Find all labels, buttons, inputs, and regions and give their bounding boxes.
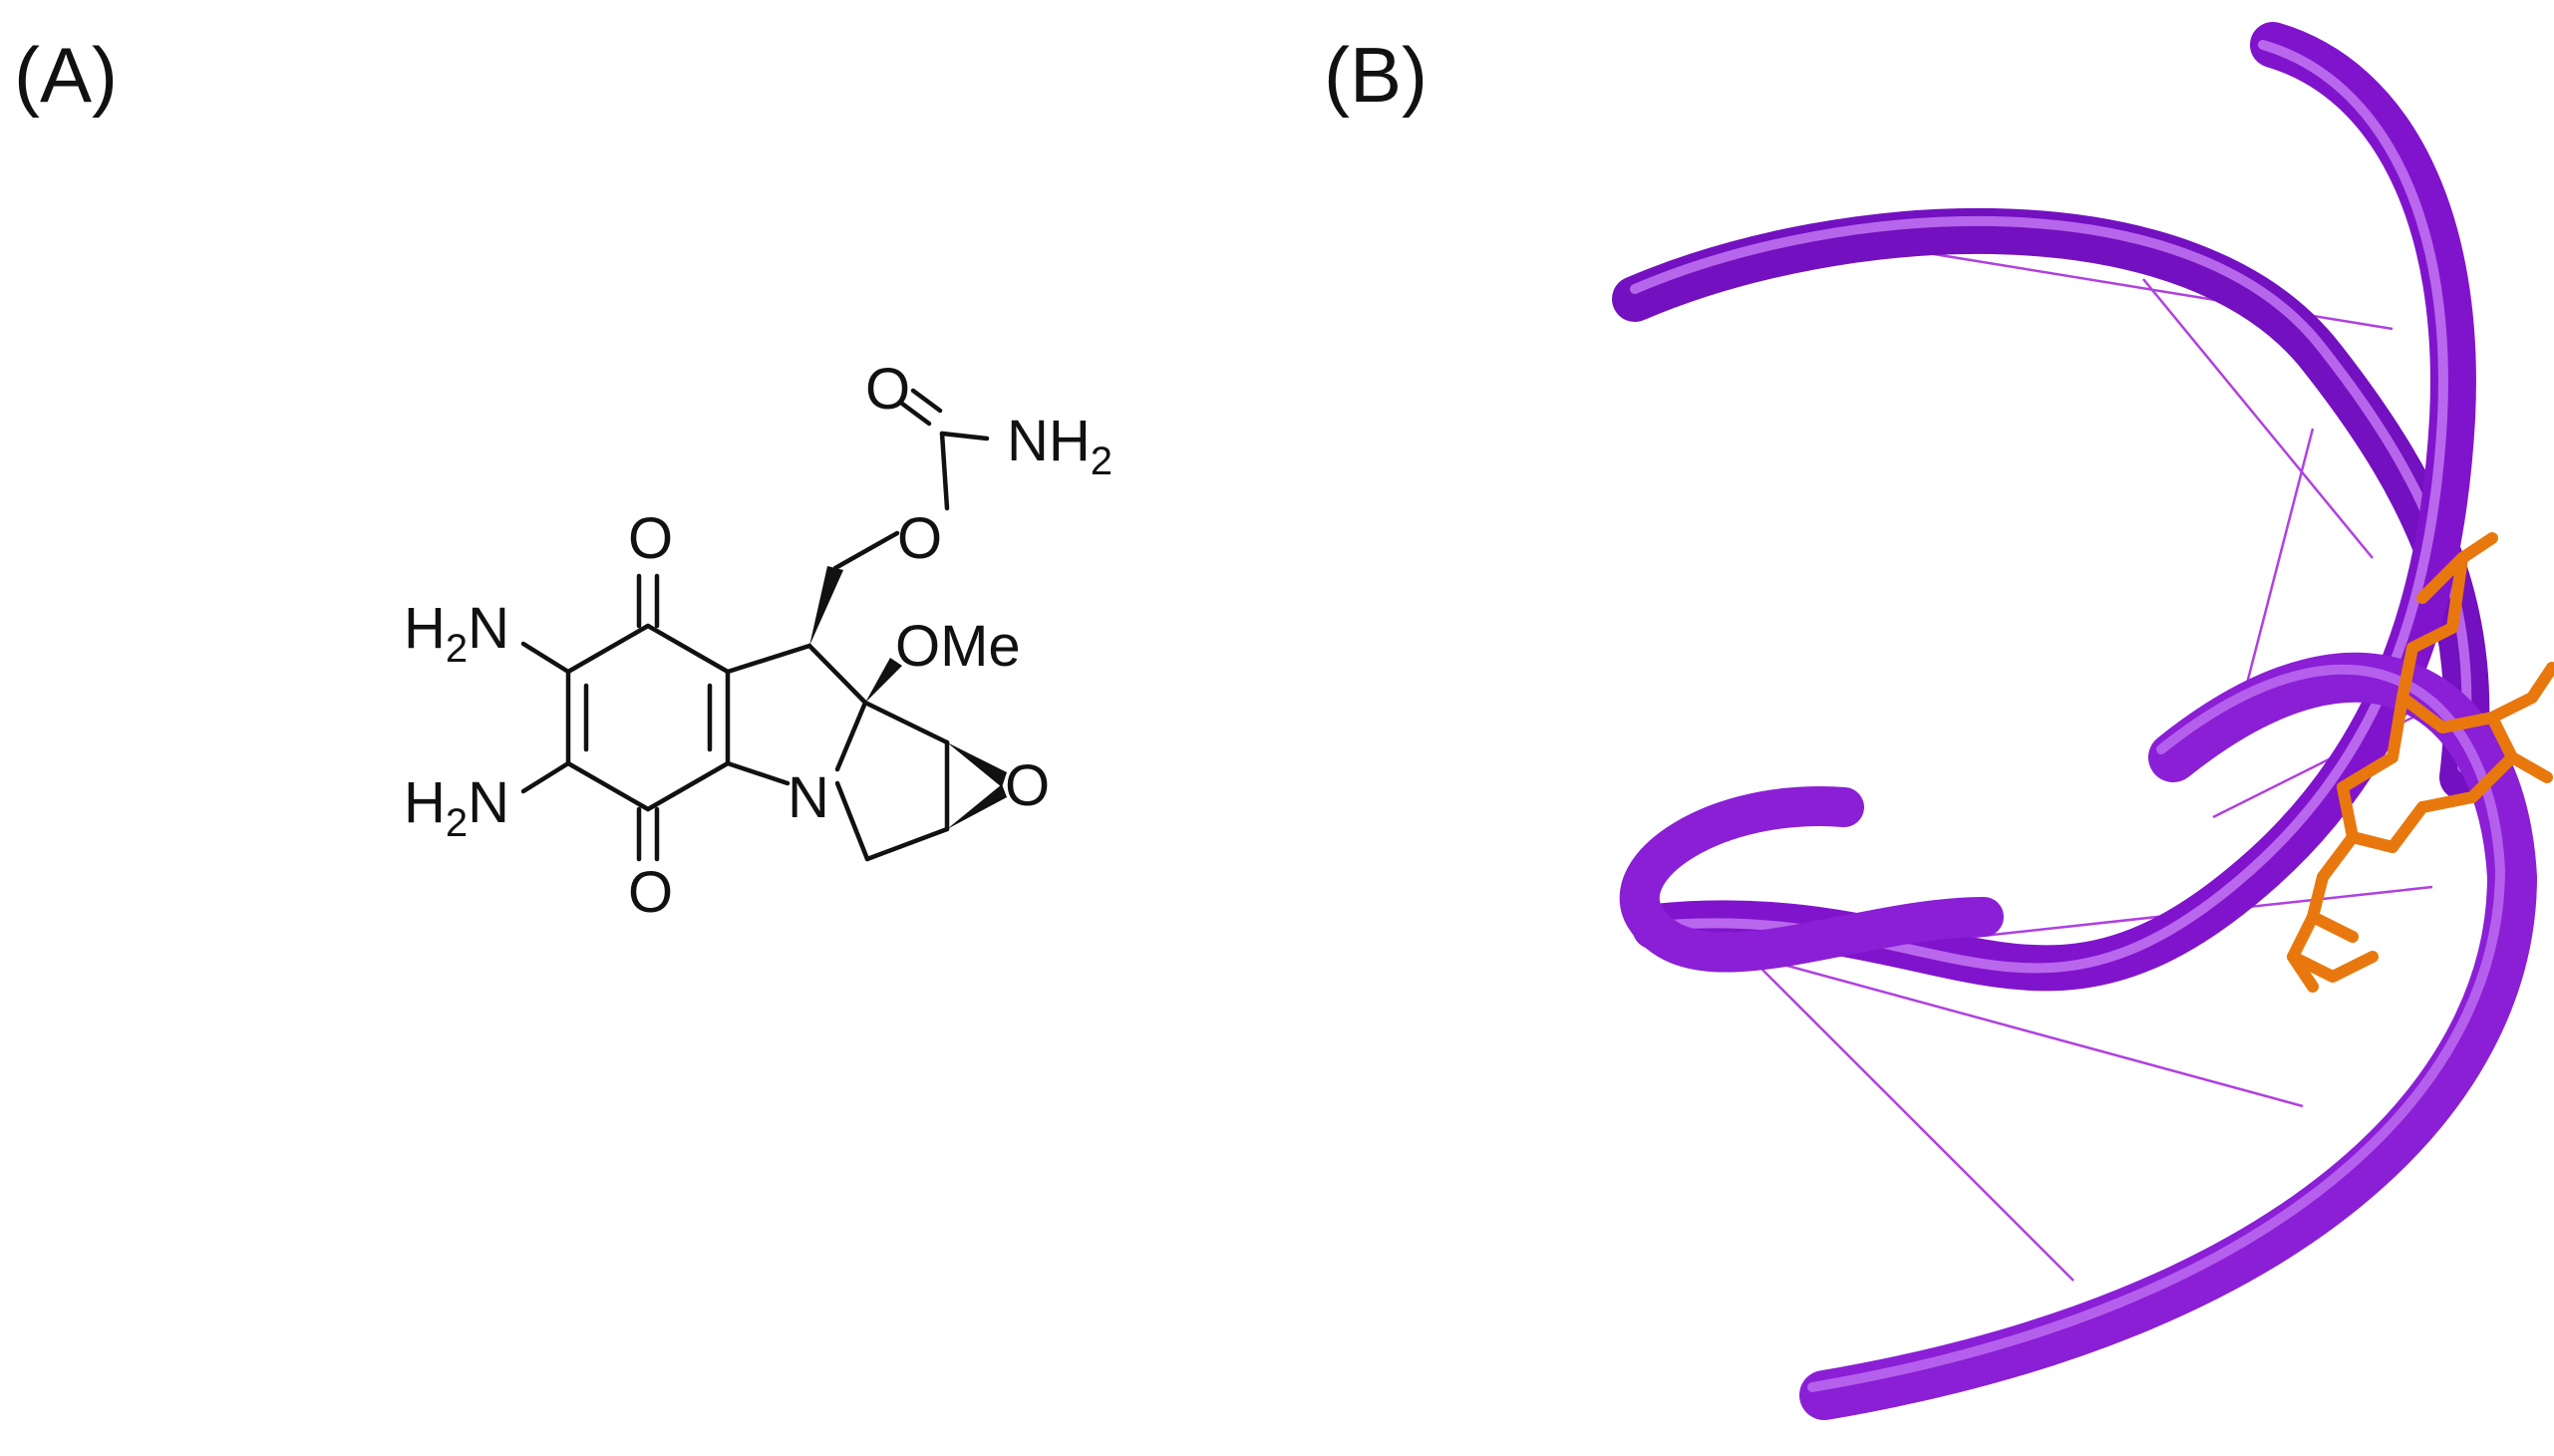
atom-ring-n: N [788,765,829,830]
atom-ester-o: O [897,506,942,571]
atom-quinone-o-top: O [628,506,673,571]
panel-label-a: (A) [14,31,118,119]
atom-methoxy: OMe [895,614,1021,679]
methylene-wedge [809,566,843,646]
quinone-ring [520,573,731,862]
bound-ligand [2287,532,2554,993]
dna-helix [1612,22,2554,1420]
atom-quinone-o-bottom: O [628,860,673,925]
panel-label-b: (B) [1324,31,1428,119]
atom-amine-bottom: H2N [404,770,509,845]
fused-ring [834,700,1007,862]
atom-amine-top: H2N [404,596,509,671]
backbone-strand-right [1632,22,2476,992]
pyrrolidine-ring [725,643,868,786]
methoxy-wedge [865,658,902,703]
backbone-strand-bottom [1799,652,2538,1420]
carbamate-group [899,388,990,511]
atom-carbamate-n: NH2 [1007,409,1113,483]
atom-epoxide-o: O [1005,753,1050,818]
backbone-strand-lower [1619,786,2004,973]
chemical-structure: O NH2 O O O H2N H2N OMe N O [404,357,1113,925]
atom-carbonyl-o: O [865,357,910,422]
